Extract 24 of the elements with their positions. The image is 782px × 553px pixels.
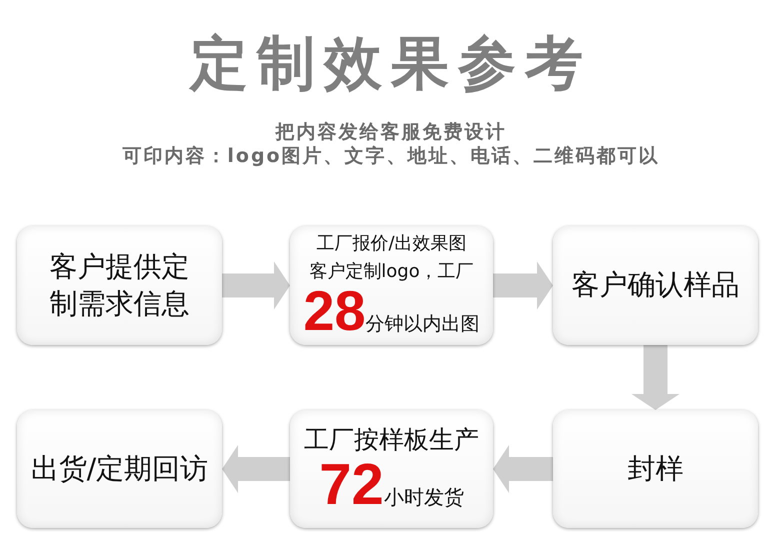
step-text: 客户提供定制需求信息 — [48, 249, 190, 322]
highlight-number: 28 — [303, 282, 366, 339]
step-text: 工厂报价/出效果图 — [316, 232, 467, 256]
highlight-number: 72 — [319, 456, 384, 514]
subtitle-text: 可印内容：logo图片、文字、地址、电话、二维码都可以 — [122, 145, 660, 168]
step-text: 分钟以内出图 — [366, 314, 480, 335]
arrow — [493, 445, 553, 493]
process-box — [553, 410, 758, 528]
process-box — [17, 410, 222, 528]
arrow — [632, 345, 680, 410]
step-text: 封样 — [628, 450, 684, 487]
step-text: 工厂按样板生产 — [304, 424, 479, 456]
arrow — [493, 262, 553, 310]
process-box — [553, 226, 758, 345]
process-box — [290, 226, 493, 345]
process-box — [17, 226, 222, 345]
subtitle-text: 把内容发给客服免费设计 — [276, 121, 506, 144]
step-text: 出货/定期回访 — [30, 450, 208, 487]
step-text: 客户确认样品 — [572, 267, 740, 304]
process-box — [290, 410, 493, 528]
step-text: 小时发货 — [384, 486, 464, 508]
step-text: 客户定制logo，工厂 — [309, 260, 474, 283]
arrow — [222, 262, 290, 310]
title-text: 定制效果参考 — [190, 30, 592, 97]
